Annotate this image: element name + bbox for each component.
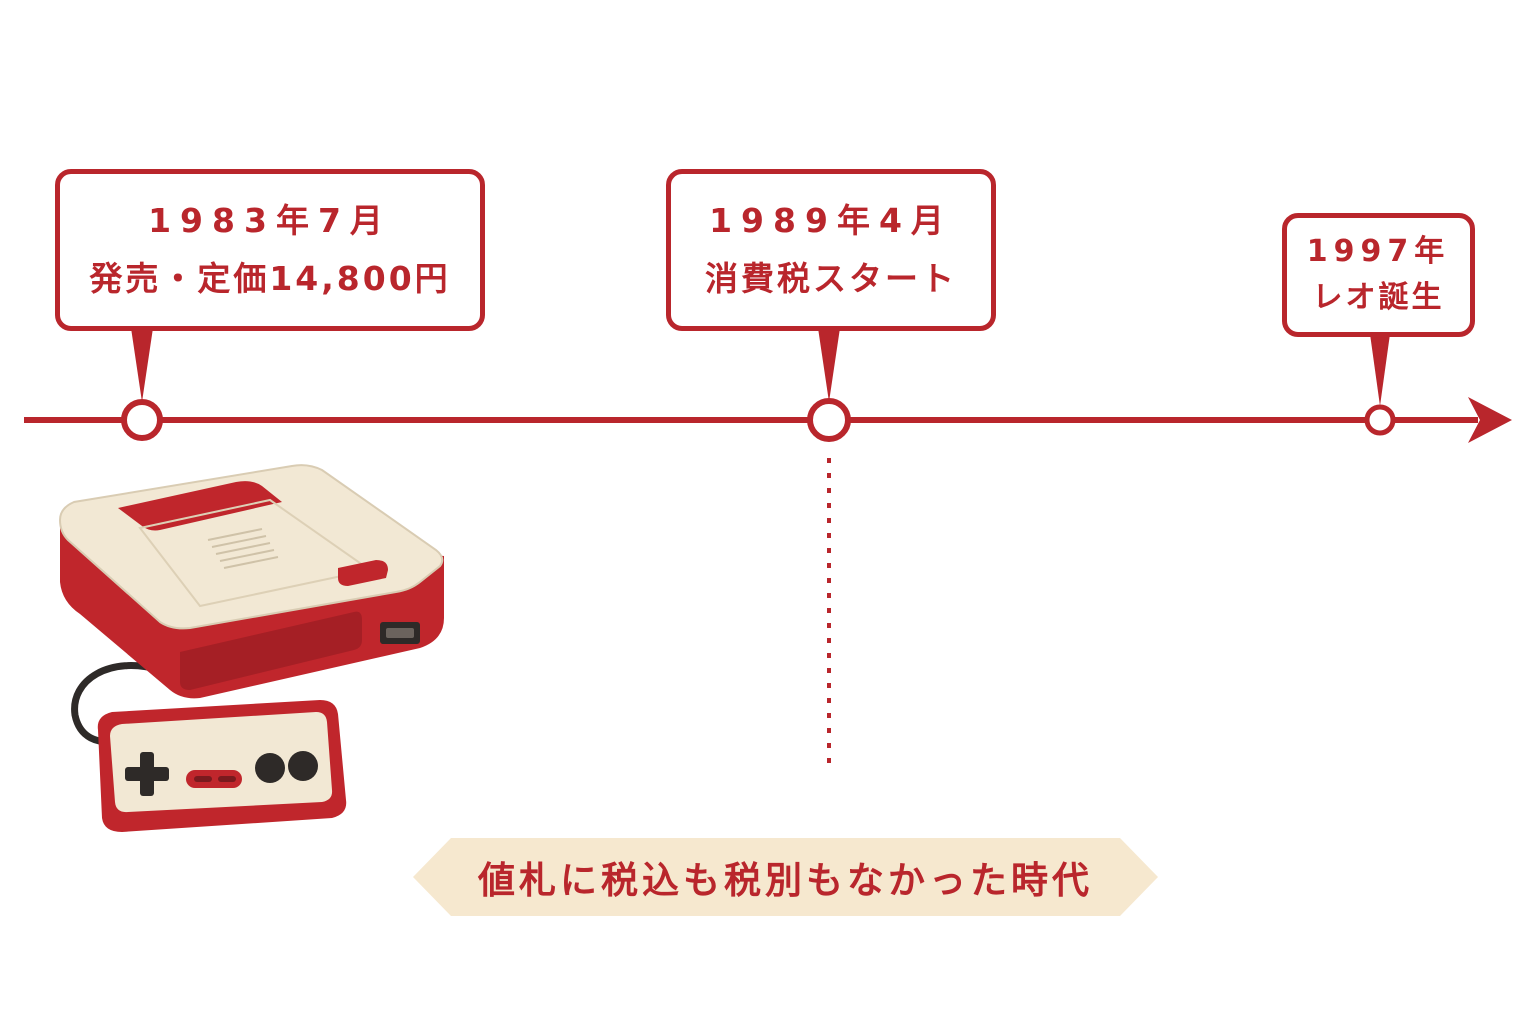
era-banner-shape — [413, 838, 1158, 916]
era-banner: 値札に税込も税別もなかった時代 — [413, 838, 1158, 916]
event-date-1997: 1997年 — [1306, 234, 1451, 269]
timeline-marker-1997 — [1364, 404, 1396, 436]
callout-pointer-1997 — [1370, 334, 1390, 406]
timeline-marker-1983 — [121, 399, 163, 441]
event-callout-1989: 1989年4月 消費税スタート — [666, 169, 996, 331]
event-date-1989: 1989年4月 — [709, 201, 953, 240]
timeline-marker-1989 — [807, 398, 851, 442]
era-banner-text: 値札に税込も税別もなかった時代 — [478, 859, 1093, 902]
callout-pointer-1989 — [818, 328, 840, 402]
event-label-1997: レオ誕生 — [1312, 280, 1445, 315]
event-callout-1997: 1997年 レオ誕生 — [1282, 213, 1475, 337]
famicom-console-with-controller-icon — [58, 464, 444, 832]
event-label-1983: 発売・定価14,800円 — [89, 259, 451, 298]
callout-pointer-1983 — [131, 328, 153, 402]
event-callout-1983: 1983年7月 発売・定価14,800円 — [55, 169, 485, 331]
event-date-1983: 1983年7月 — [148, 201, 392, 240]
timeline-arrowhead-icon — [1468, 397, 1512, 443]
event-label-1989: 消費税スタート — [705, 259, 957, 298]
